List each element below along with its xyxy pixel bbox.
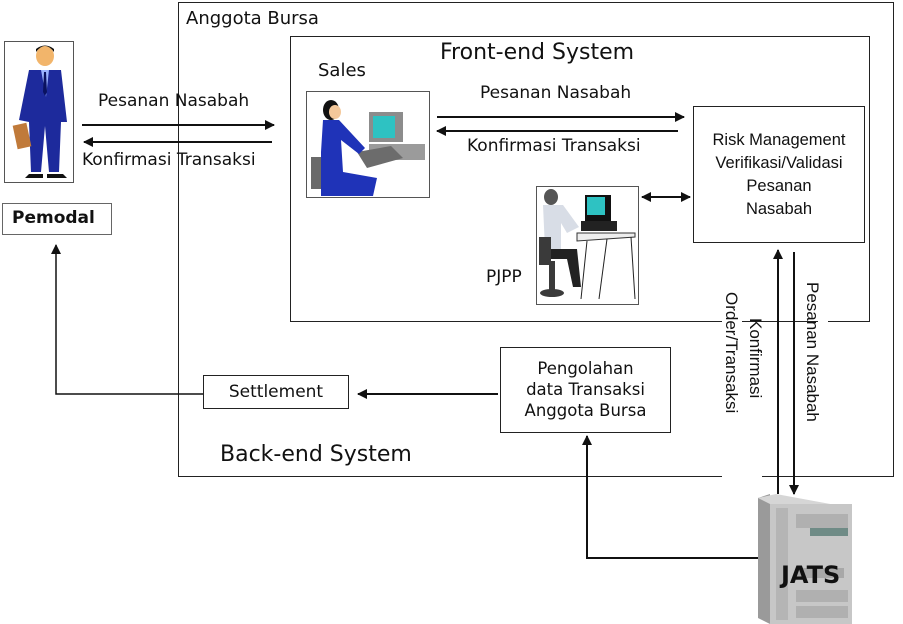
settlement-label: Settlement xyxy=(228,382,324,402)
pjpp-label: PJPP xyxy=(486,267,522,287)
risk-line-2: Verifikasi/Validasi xyxy=(715,154,843,172)
anggota-bursa-container xyxy=(178,2,894,477)
pengolahan-box xyxy=(500,347,671,433)
risk-line-3: Pesanan xyxy=(746,177,812,195)
risk-management-text: Risk Management Verifikasi/Validasi Pesa… xyxy=(693,129,865,221)
flow-risk-to-sales-label: Konfirmasi Transaksi xyxy=(467,136,641,156)
pengolahan-line-2: data Transaksi xyxy=(526,380,645,399)
anggota-bursa-label: Anggota Bursa xyxy=(186,8,319,29)
flow-pemodal-to-sales-label: Pesanan Nasabah xyxy=(98,91,250,111)
jats-label: JATS xyxy=(781,561,841,589)
sales-operator-computer-icon xyxy=(311,100,425,196)
flow-sales-to-risk-label: Pesanan Nasabah xyxy=(480,83,632,103)
flow-risk-to-jats-label: Pesanan Nasabah xyxy=(803,282,822,422)
settlement-box xyxy=(203,375,349,409)
pjpp-picture xyxy=(536,186,639,305)
flow-sales-to-pemodal-label: Konfirmasi Transaksi xyxy=(82,150,256,170)
pengolahan-line-1: Pengolahan xyxy=(537,359,634,378)
flow-jats-to-risk-label-2: Order/Transaksi xyxy=(722,292,741,414)
back-end-label: Back-end System xyxy=(220,442,412,467)
businessman-icon xyxy=(12,45,67,178)
pengolahan-text: Pengolahan data Transaksi Anggota Bursa xyxy=(500,358,671,421)
risk-line-4: Nasabah xyxy=(745,200,813,218)
pemodal-picture xyxy=(4,41,74,183)
sales-label: Sales xyxy=(318,60,366,81)
flow-jats-to-risk-label-1: Konfirmasi xyxy=(746,318,765,399)
risk-management-box xyxy=(693,106,865,243)
server-tower-icon xyxy=(758,494,852,624)
pengolahan-line-3: Anggota Bursa xyxy=(524,401,647,420)
pemodal-label-box xyxy=(2,203,112,235)
pemodal-label: Pemodal xyxy=(12,208,95,228)
sales-picture xyxy=(306,91,430,198)
front-end-container xyxy=(290,36,870,322)
front-end-label: Front-end System xyxy=(440,40,635,65)
pjpp-operator-computer-icon xyxy=(539,189,636,300)
risk-line-1: Risk Management xyxy=(712,131,846,149)
